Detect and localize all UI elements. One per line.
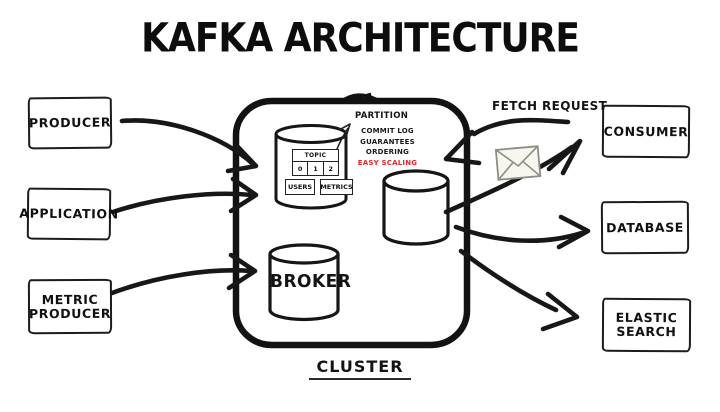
topic-table: TOPIC 0 1 2 bbox=[292, 149, 339, 176]
fetch-request-label: FETCH REQUEST bbox=[492, 99, 608, 113]
partition-cell-2[interactable]: 2 bbox=[328, 164, 334, 173]
node-metric-producer[interactable]: METRIC PRODUCER bbox=[27, 278, 113, 335]
topic-partitions: 0 1 2 bbox=[293, 161, 338, 175]
partition-cell-0[interactable]: 0 bbox=[293, 162, 309, 175]
arrow-cluster-to-database bbox=[453, 214, 591, 250]
node-producer[interactable]: PRODUCER bbox=[27, 96, 113, 150]
arrow-metric-producer-to-cluster bbox=[109, 252, 258, 296]
node-metric-producer-label: METRIC PRODUCER bbox=[28, 291, 112, 321]
partition-label: PARTITION bbox=[355, 111, 409, 121]
guarantees-ordering-note: GUARANTEES ORDERING bbox=[360, 137, 415, 157]
cluster-notes: COMMIT LOG GUARANTEES ORDERING EASY SCAL… bbox=[340, 126, 435, 168]
partition-cell-1[interactable]: 1 bbox=[308, 162, 324, 175]
envelope-icon bbox=[494, 145, 542, 181]
page-title: KAFKA ARCHITECTURE bbox=[141, 15, 580, 62]
arrow-cluster-to-elastic-search bbox=[458, 248, 580, 332]
arrow-cluster-to-consumer bbox=[443, 138, 583, 215]
arrow-producer-to-cluster bbox=[119, 118, 259, 174]
node-application[interactable]: APPLICATION bbox=[19, 187, 119, 241]
replica-cylinder bbox=[382, 169, 450, 246]
topic-title: TOPIC bbox=[304, 152, 327, 159]
arrow-application-to-cluster bbox=[110, 176, 259, 215]
node-application-label: APPLICATION bbox=[19, 205, 119, 222]
commit-log-note: COMMIT LOG bbox=[361, 127, 414, 135]
broker-label: BROKER bbox=[270, 271, 352, 293]
node-database-label: DATABASE bbox=[606, 219, 684, 235]
arrow-fetch-request-to-cluster bbox=[443, 117, 571, 166]
cluster-border bbox=[232, 92, 471, 349]
node-elastic-search-label: ELASTIC SEARCH bbox=[615, 309, 678, 340]
node-database[interactable]: DATABASE bbox=[600, 200, 690, 255]
node-producer-label: PRODUCER bbox=[28, 114, 112, 131]
node-consumer[interactable]: CONSUMER bbox=[601, 104, 691, 159]
metrics-label: METRICS bbox=[320, 183, 353, 191]
node-elastic-search[interactable]: ELASTIC SEARCH bbox=[601, 297, 692, 353]
easy-scaling-note: EASY SCALING bbox=[357, 158, 418, 167]
cluster-label: CLUSTER bbox=[300, 357, 420, 380]
metrics-box[interactable]: METRICS bbox=[320, 179, 353, 195]
broker-cylinder bbox=[268, 243, 340, 322]
node-consumer-label: CONSUMER bbox=[603, 123, 689, 139]
users-box[interactable]: USERS bbox=[285, 179, 315, 195]
users-label: USERS bbox=[287, 183, 313, 191]
